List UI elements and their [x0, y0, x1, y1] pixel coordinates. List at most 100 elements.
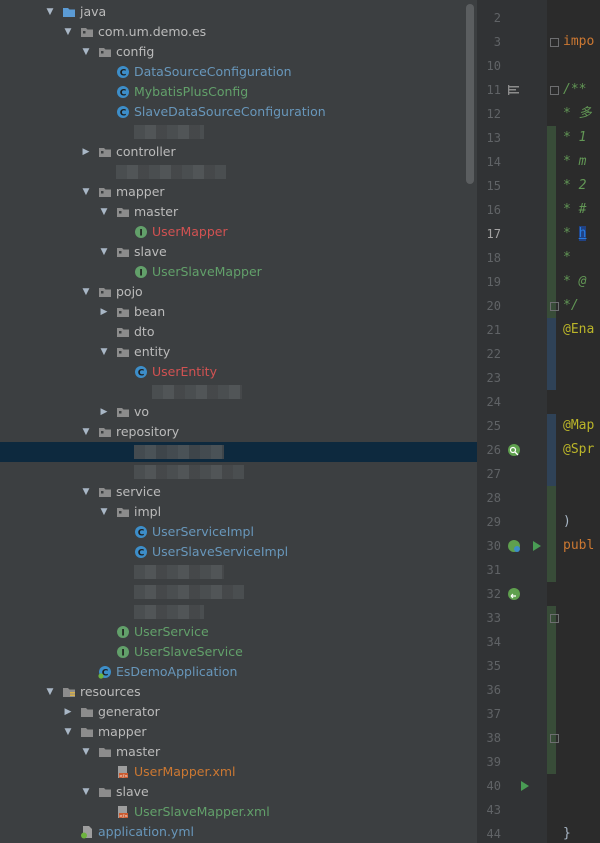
code-line[interactable]: @Spr — [563, 438, 594, 462]
tree-item-blurred[interactable] — [0, 462, 477, 482]
collapse-arrow-right-icon[interactable]: ▶ — [82, 147, 90, 157]
tree-item-dto[interactable]: dto — [0, 322, 477, 342]
code-line[interactable]: impo — [563, 30, 594, 54]
vcs-change-marker[interactable] — [547, 462, 556, 582]
tree-item-blurred[interactable] — [0, 162, 477, 182]
code-line[interactable]: * 1 — [563, 126, 586, 150]
tree-item-application-yml[interactable]: application.yml — [0, 822, 477, 842]
code-line[interactable]: ) — [563, 510, 571, 534]
expand-arrow-down-icon[interactable]: ▼ — [82, 487, 90, 497]
code-line[interactable]: @Map — [563, 414, 594, 438]
expand-arrow-down-icon[interactable]: ▼ — [64, 727, 72, 737]
tree-item-usermapper-xml[interactable]: </>UserMapper.xml — [0, 762, 477, 782]
doc-render-icon[interactable] — [507, 83, 521, 97]
spring-bean-search-icon[interactable] — [507, 443, 521, 457]
tree-item-generator[interactable]: ▶generator — [0, 702, 477, 722]
tree-item-slave[interactable]: ▼slave — [0, 782, 477, 802]
collapse-arrow-right-icon[interactable]: ▶ — [100, 307, 108, 317]
fold-marker-icon[interactable] — [550, 38, 559, 47]
fold-marker-icon[interactable] — [550, 302, 559, 311]
code-line[interactable]: } — [563, 822, 571, 843]
tree-item-blurred[interactable] — [0, 382, 477, 402]
expand-arrow-down-icon[interactable]: ▼ — [46, 687, 54, 697]
line-number: 27 — [486, 467, 501, 481]
vcs-change-marker[interactable] — [547, 414, 556, 486]
expand-arrow-down-icon[interactable]: ▼ — [100, 507, 108, 517]
vcs-change-marker[interactable] — [547, 126, 556, 318]
code-line[interactable]: publ — [563, 534, 594, 558]
code-line[interactable]: * @ — [563, 270, 586, 294]
tree-item-vo[interactable]: ▶vo — [0, 402, 477, 422]
run-icon[interactable] — [517, 779, 531, 793]
code-line[interactable]: /** — [563, 78, 586, 102]
code-line[interactable]: * m — [563, 150, 586, 174]
tree-item-blurred[interactable] — [0, 442, 477, 462]
code-line[interactable]: * 2 — [563, 174, 586, 198]
vcs-change-marker[interactable] — [547, 606, 556, 774]
expand-arrow-down-icon[interactable]: ▼ — [100, 207, 108, 217]
tree-item-slave[interactable]: ▼slave — [0, 242, 477, 262]
tree-item-resources[interactable]: ▼resources — [0, 682, 477, 702]
tree-item-label: master — [134, 204, 179, 219]
tree-item-mapper[interactable]: ▼mapper — [0, 722, 477, 742]
tree-item-controller[interactable]: ▶controller — [0, 142, 477, 162]
code-line[interactable]: * h — [563, 222, 587, 246]
tree-item-blurred[interactable] — [0, 122, 477, 142]
project-tree-scrollbar[interactable] — [466, 4, 474, 184]
tree-item-java[interactable]: ▼java — [0, 2, 477, 22]
code-line[interactable]: * — [563, 246, 571, 270]
tree-item-entity[interactable]: ▼entity — [0, 342, 477, 362]
tree-item-repository[interactable]: ▼repository — [0, 422, 477, 442]
tree-item-blurred[interactable] — [0, 582, 477, 602]
tree-item-master[interactable]: ▼ master — [0, 202, 477, 222]
run-icon[interactable] — [529, 539, 543, 553]
tree-item-blurred[interactable] — [0, 562, 477, 582]
expand-arrow-down-icon[interactable]: ▼ — [82, 747, 90, 757]
fold-marker-icon[interactable] — [550, 734, 559, 743]
fold-marker-icon[interactable] — [550, 86, 559, 95]
expand-arrow-down-icon[interactable]: ▼ — [100, 247, 108, 257]
vcs-change-marker[interactable] — [547, 318, 556, 390]
spring-bean-run-icon[interactable] — [507, 539, 521, 553]
expand-arrow-down-icon[interactable]: ▼ — [46, 7, 54, 17]
tree-item-pojo[interactable]: ▼pojo — [0, 282, 477, 302]
expand-arrow-down-icon[interactable]: ▼ — [82, 287, 90, 297]
expand-arrow-down-icon[interactable]: ▼ — [82, 187, 90, 197]
expand-arrow-down-icon[interactable]: ▼ — [82, 427, 90, 437]
spring-bean-navigate-icon[interactable] — [507, 587, 521, 601]
tree-item-com-um-demo-es[interactable]: ▼com.um.demo.es — [0, 22, 477, 42]
tree-item-bean[interactable]: ▶bean — [0, 302, 477, 322]
tree-item-service[interactable]: ▼service — [0, 482, 477, 502]
tree-item-userslavemapper-xml[interactable]: </>UserSlaveMapper.xml — [0, 802, 477, 822]
code-line[interactable]: * 多 — [563, 102, 592, 126]
fold-marker-icon[interactable] — [550, 614, 559, 623]
collapse-arrow-right-icon[interactable]: ▶ — [64, 707, 72, 717]
tree-item-master[interactable]: ▼master — [0, 742, 477, 762]
tree-item-mapper[interactable]: ▼mapper — [0, 182, 477, 202]
expand-arrow-down-icon[interactable]: ▼ — [64, 27, 72, 37]
expand-arrow-down-icon[interactable]: ▼ — [82, 787, 90, 797]
expand-arrow-down-icon[interactable]: ▼ — [100, 347, 108, 357]
tree-item-config[interactable]: ▼config — [0, 42, 477, 62]
tree-item-blurred[interactable] — [0, 602, 477, 622]
code-line[interactable]: * # — [563, 198, 586, 222]
tree-item-impl[interactable]: ▼impl — [0, 502, 477, 522]
collapse-arrow-right-icon[interactable]: ▶ — [100, 407, 108, 417]
code-line[interactable]: */ — [563, 294, 579, 318]
expand-arrow-down-icon[interactable]: ▼ — [82, 47, 90, 57]
code-line[interactable]: @Ena — [563, 318, 594, 342]
